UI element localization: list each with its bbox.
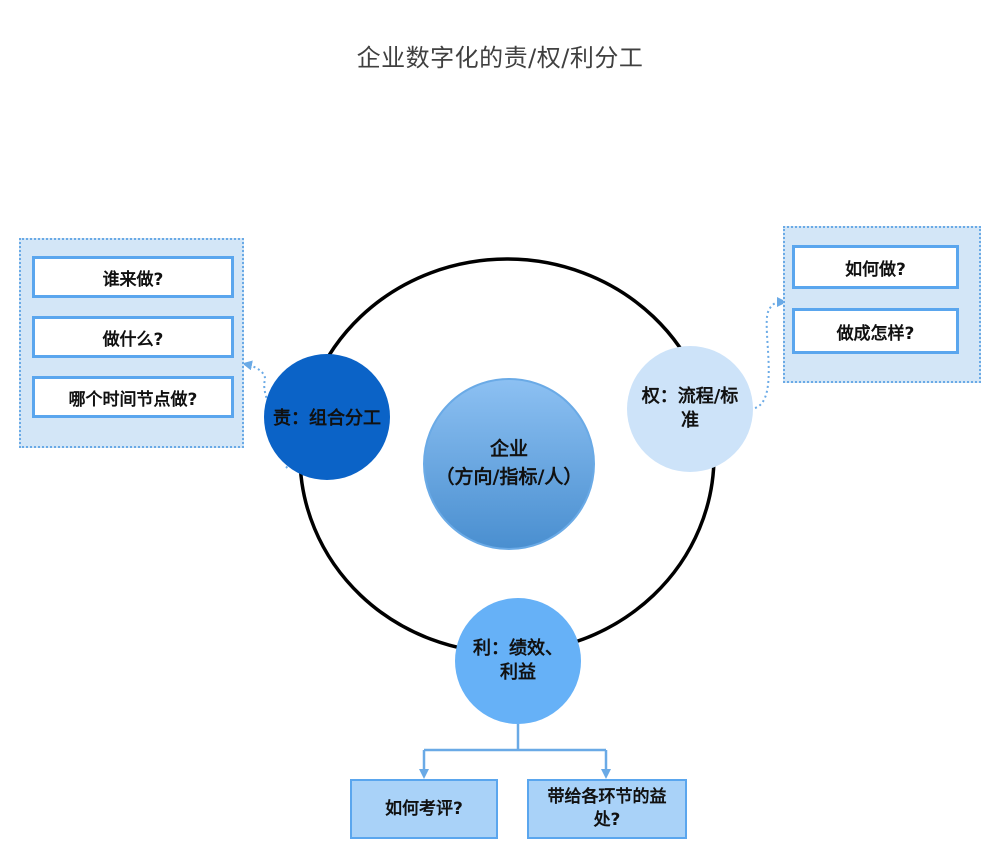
authority-label: 权：流程/标准 xyxy=(641,385,739,431)
diagram-title: 企业数字化的责/权/利分工 xyxy=(356,44,644,72)
responsibility-label: 责：组合分工 xyxy=(273,408,381,429)
question-what: 做什么? xyxy=(32,316,234,358)
responsibility-node: 责：组合分工 xyxy=(264,354,390,480)
responsibility-panel: 谁来做? 做什么? 哪个时间节点做? xyxy=(19,238,244,448)
question-benefit: 带给各环节的益处? xyxy=(527,779,687,839)
enterprise-label: 企业 xyxy=(489,438,528,461)
authority-panel: 如何做? 做成怎样? xyxy=(783,226,981,383)
enterprise-sublabel: （方向/指标/人） xyxy=(435,466,583,488)
authority-node: 权：流程/标准 xyxy=(627,346,753,472)
question-result: 做成怎样? xyxy=(792,308,959,354)
connector-authority-to-panel xyxy=(754,297,787,409)
enterprise-center-node: 企业 （方向/指标/人） xyxy=(423,378,595,550)
benefit-node: 利：绩效、利益 xyxy=(455,598,581,724)
question-who: 谁来做? xyxy=(32,256,234,298)
question-evaluate: 如何考评? xyxy=(350,779,498,839)
question-when: 哪个时间节点做? xyxy=(32,376,234,418)
question-how: 如何做? xyxy=(792,245,959,289)
benefit-label: 利：绩效、利益 xyxy=(473,637,563,683)
